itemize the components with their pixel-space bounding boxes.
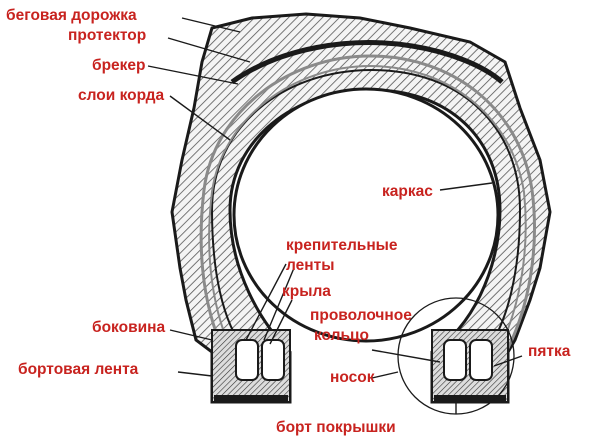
label-tread: беговая дорожка [6,7,137,24]
label-tire-bead: борт покрышки [276,419,396,436]
label-sidewall: боковина [92,319,165,336]
label-cord-layers: слои корда [78,87,165,104]
label-fixing-strips-line2: ленты [286,257,334,274]
right-bead [431,329,509,403]
tire-body [170,12,552,404]
label-bead-strip: бортовая лента [18,361,139,378]
label-wire-ring-line2: кольцо [314,327,369,344]
label-wings: крыла [282,283,331,300]
label-fixing-strips-line1: крепительные [286,237,398,254]
label-toe: носок [330,369,375,386]
label-heel: пятка [528,343,571,360]
cord-layers [199,54,536,353]
label-protector: протектор [68,27,146,44]
label-carcass: каркас [382,183,433,200]
left-bead [211,329,291,403]
breaker [230,40,504,85]
label-wire-ring-line1: проволочное [310,307,412,324]
leader-lines [147,17,523,414]
label-breaker: брекер [92,57,146,74]
